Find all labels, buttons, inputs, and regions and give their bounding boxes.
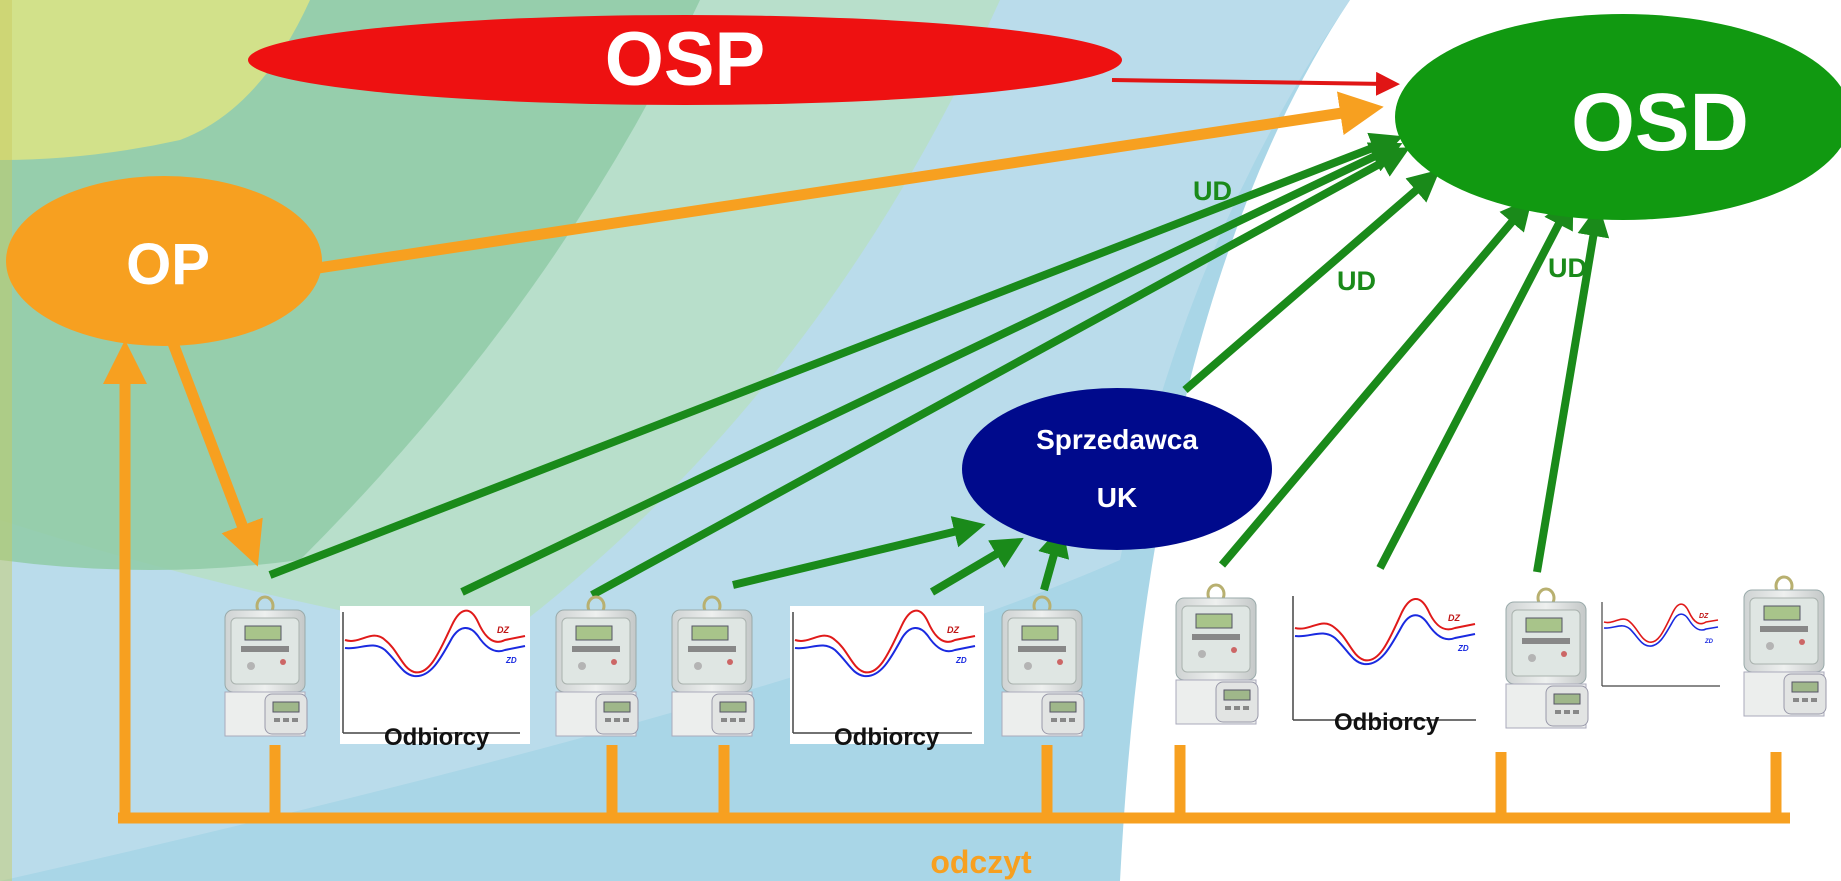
background-left-strip — [0, 0, 12, 881]
flow-seller-to-osd — [1182, 169, 1441, 394]
load-profile-chart: DZ ZD Odbiorcy — [340, 606, 530, 751]
electricity-meter-icon — [554, 595, 640, 738]
electricity-meter-icon — [670, 595, 756, 738]
load-profile-chart: DZ ZD Odbiorcy — [1290, 592, 1486, 736]
zd-series-label: ZD — [505, 656, 517, 665]
osd-node: OSD — [1395, 14, 1841, 220]
op-to-osd-arrow — [317, 91, 1384, 274]
dz-series-label: DZ — [947, 625, 959, 635]
flow-to-seller — [732, 516, 986, 589]
read-bus — [103, 340, 1790, 824]
op-to-meter-arrow — [162, 328, 263, 567]
flow-to-osd — [590, 147, 1411, 599]
flow-to-osd — [1376, 195, 1574, 570]
osp-node: OSP — [248, 15, 1122, 105]
background-teal-band — [0, 0, 700, 570]
osd-label: OSD — [1571, 77, 1749, 168]
electricity-meter-icon — [1504, 587, 1590, 730]
zd-series-label: ZD — [955, 656, 967, 665]
electricity-meter-icon — [1000, 595, 1086, 738]
load-profile-chart: DZ ZD — [1600, 598, 1728, 696]
op-label: OP — [126, 232, 210, 297]
dz-series-label: DZ — [1699, 613, 1709, 620]
op-node: OP — [6, 176, 322, 346]
flow-to-osd — [1533, 204, 1610, 573]
ud-label: UD — [1548, 253, 1587, 283]
odczyt-label: odczyt — [930, 844, 1032, 880]
osp-label: OSP — [605, 17, 766, 102]
flow-to-osd — [460, 142, 1403, 596]
seller-label-line1: Sprzedawca — [1036, 424, 1198, 455]
data-flows — [268, 132, 1610, 599]
odbiorcy-label: Odbiorcy — [1334, 709, 1440, 736]
zd-series-label: ZD — [1704, 639, 1714, 645]
dz-series-label: DZ — [497, 625, 509, 635]
seller-node: Sprzedawca UK — [962, 388, 1272, 550]
electricity-meter-icon — [1174, 583, 1260, 726]
electricity-meter-icon — [223, 595, 309, 738]
zd-series-label: ZD — [1457, 644, 1469, 653]
osp-to-osd-arrow — [1111, 71, 1400, 96]
dz-series-label: DZ — [1448, 613, 1460, 623]
electricity-meter-icon — [1742, 575, 1828, 718]
flow-to-seller — [929, 537, 1024, 596]
ud-label: UD — [1193, 176, 1232, 206]
odbiorcy-label: Odbiorcy — [834, 724, 940, 751]
seller-label-line2: UK — [1097, 482, 1137, 513]
flow-to-seller — [1038, 524, 1070, 592]
flow-to-osd — [1218, 197, 1533, 568]
ud-label: UD — [1337, 266, 1376, 296]
background-yellow-band — [0, 0, 310, 160]
load-profile-chart: DZ ZD Odbiorcy — [790, 606, 984, 751]
flow-to-osd — [268, 132, 1403, 579]
odbiorcy-label: Odbiorcy — [384, 724, 490, 751]
